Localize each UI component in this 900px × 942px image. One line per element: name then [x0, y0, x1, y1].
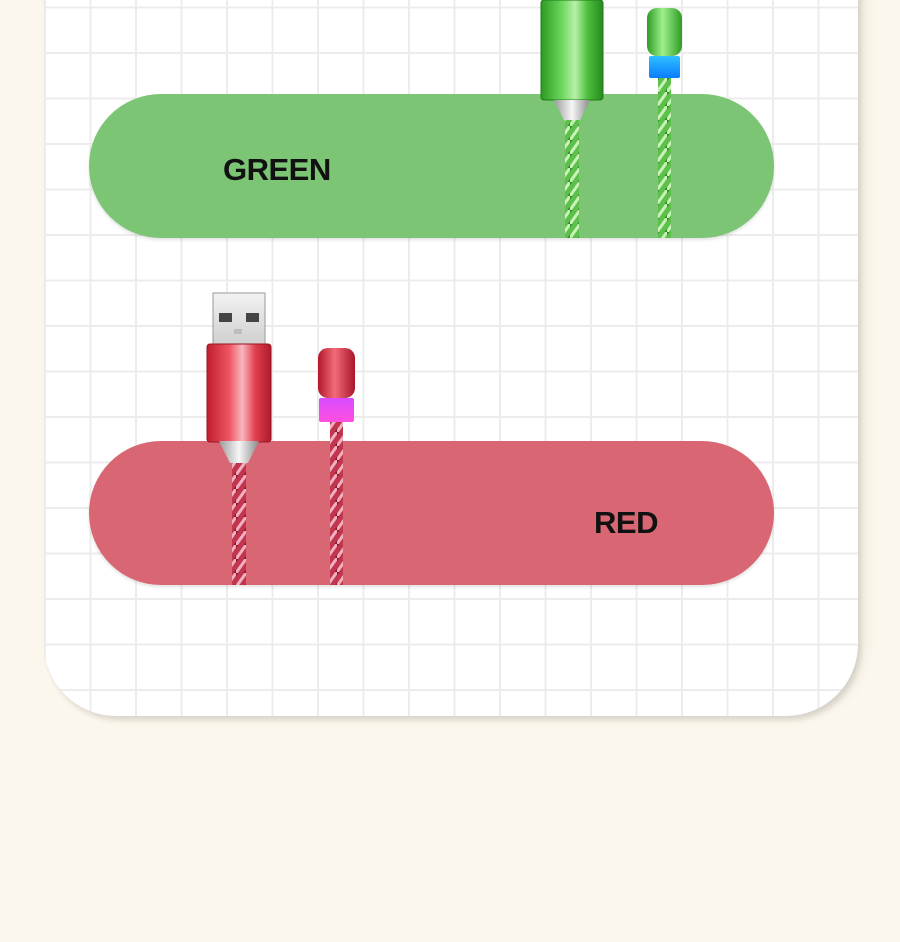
- green-usb-plug-icon: [540, 0, 604, 238]
- red-usb-plug-icon: [206, 292, 272, 585]
- red-magnetic-tip-icon: [318, 348, 355, 585]
- holder-label-green: GREEN: [223, 152, 331, 187]
- holder-label-red: RED: [594, 505, 658, 540]
- green-magnetic-tip-icon: [647, 8, 682, 238]
- cable-holder-red: [89, 441, 774, 585]
